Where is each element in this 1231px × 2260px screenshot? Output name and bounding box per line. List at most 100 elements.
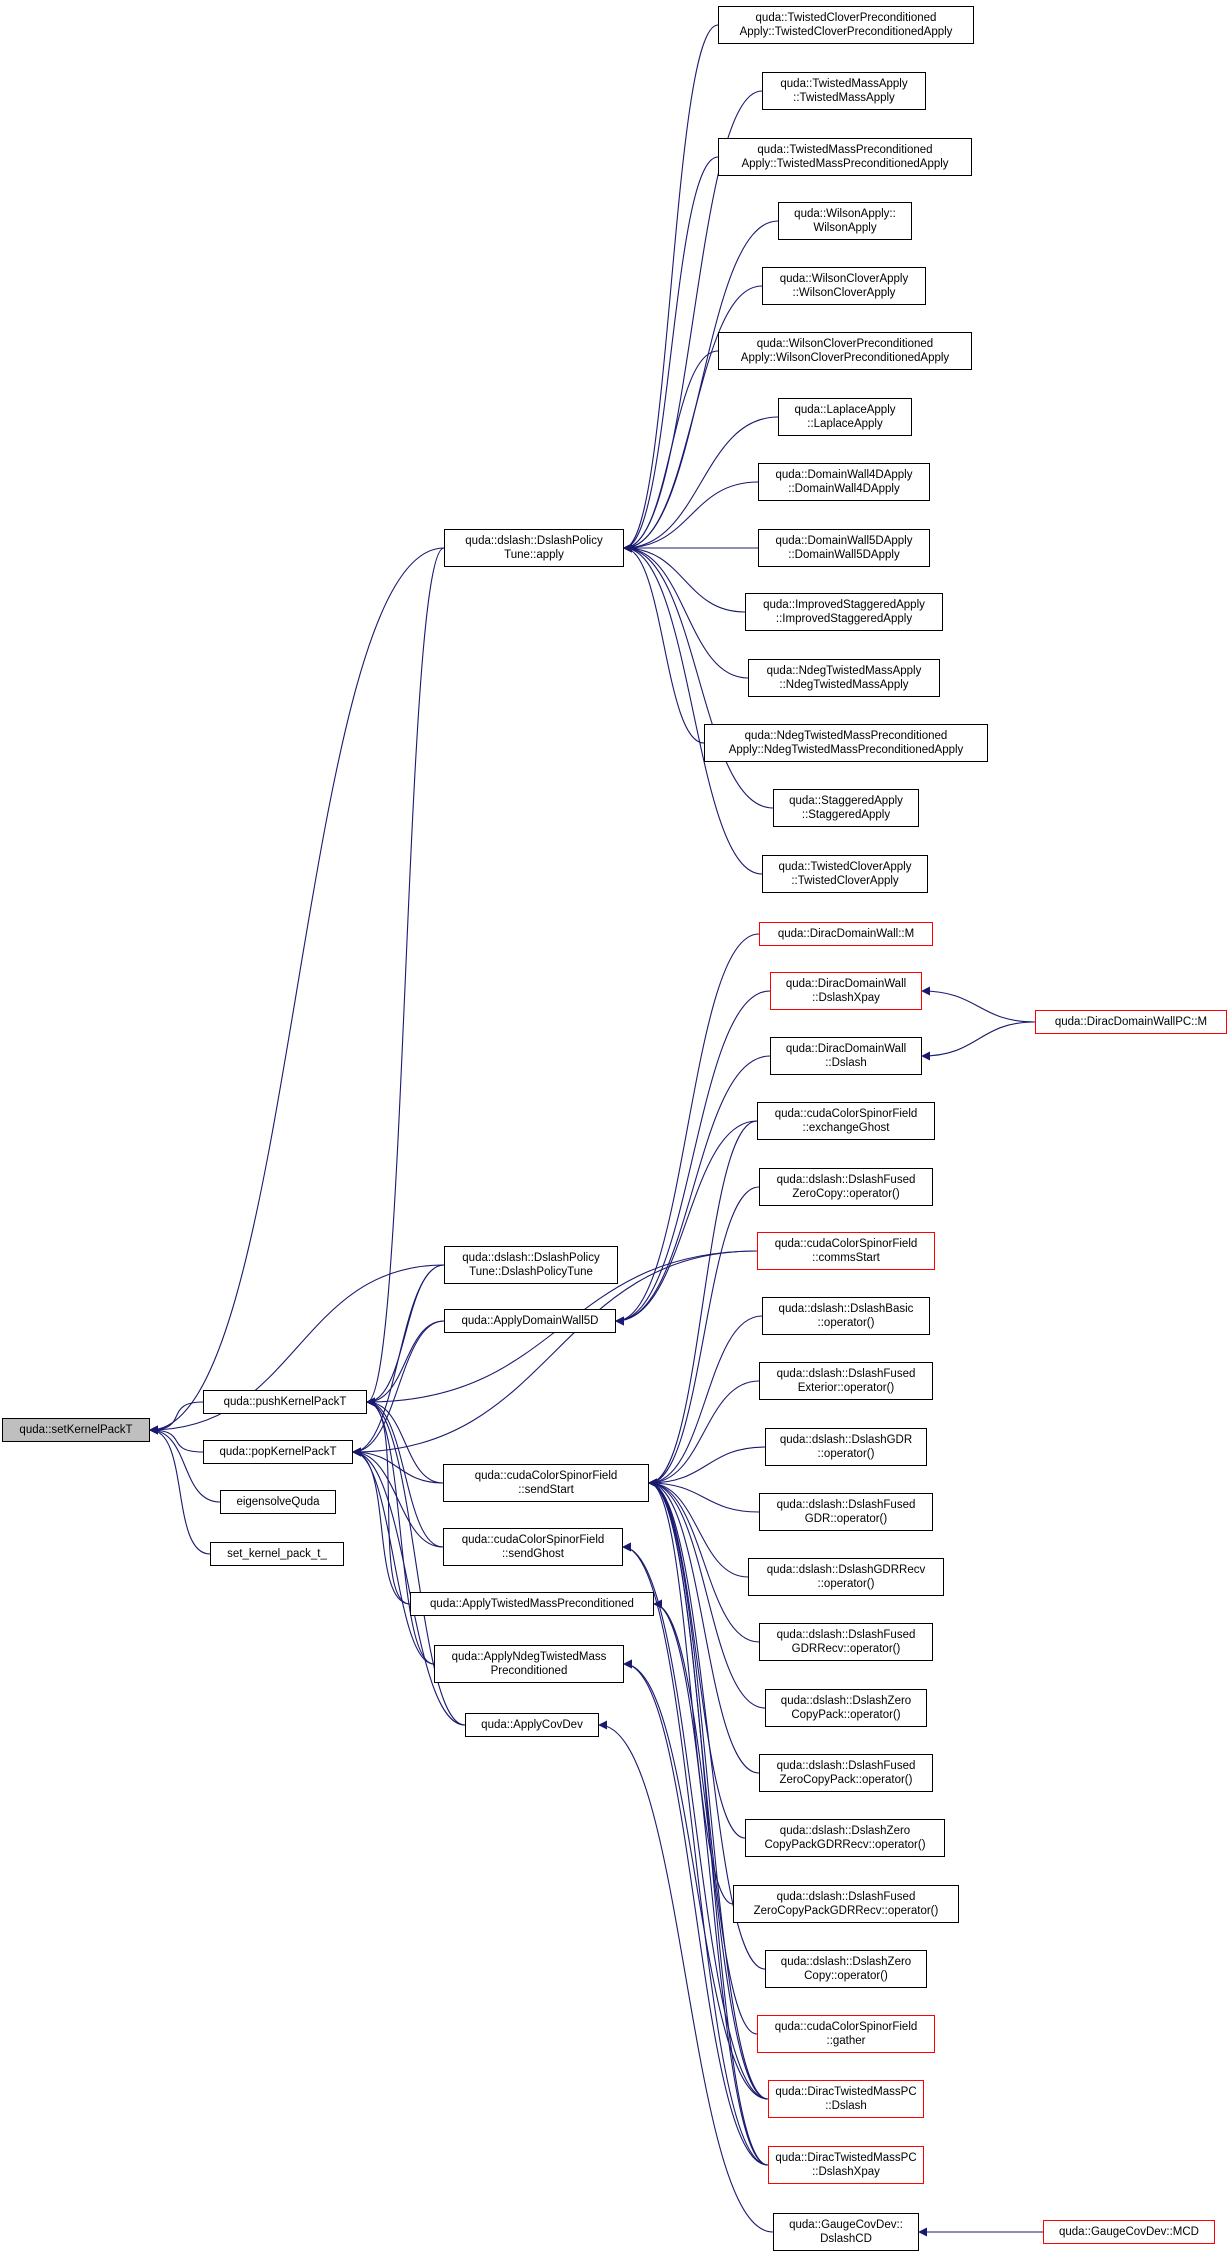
call-edge (366, 547, 445, 1407)
node-dslash-gdr-recv[interactable]: quda::dslash::DslashGDRRecv::operator() (748, 1558, 944, 1596)
node-dirac-domain-wall-dslash-xpay[interactable]: quda::DiracDomainWall::DslashXpay (770, 972, 922, 1010)
node-wilson-apply[interactable]: quda::WilsonApply::WilsonApply (778, 202, 912, 240)
node-push-kernel-pack-t[interactable]: quda::pushKernelPackT (203, 1390, 367, 1414)
call-edge (623, 481, 759, 553)
node-gather[interactable]: quda::cudaColorSpinorField::gather (757, 2015, 935, 2053)
node-ndeg-twisted-mass-apply[interactable]: quda::NdegTwistedMassApply::NdegTwistedM… (748, 659, 940, 697)
node-staggered-apply[interactable]: quda::StaggeredApply::StaggeredApply (773, 789, 919, 827)
node-label-line: quda::DomainWall4DApply (775, 469, 913, 481)
node-label: quda::dslash::DslashGDR::operator() (780, 1433, 912, 1461)
call-edge (149, 1264, 445, 1435)
node-domain-wall-5d-apply[interactable]: quda::DomainWall5DApply::DomainWall5DApp… (758, 529, 930, 567)
node-label: quda::DiracDomainWall::DslashXpay (786, 977, 906, 1005)
node-label: quda::pushKernelPackT (224, 1395, 347, 1409)
node-dirac-domain-wall-dslash[interactable]: quda::DiracDomainWall::Dslash (770, 1037, 922, 1075)
node-label: quda::GaugeCovDev::MCD (1059, 2225, 1199, 2239)
node-label-line: quda::cudaColorSpinorField (774, 2021, 918, 2033)
call-edge (622, 1542, 769, 2166)
node-label-line: WilsonApply (813, 222, 877, 234)
node-label-line: quda::GaugeCovDev::MCD (1059, 2226, 1199, 2238)
node-label-line: quda::LaplaceApply (794, 404, 896, 416)
node-label-line: DslashCD (820, 2233, 872, 2245)
call-edge (598, 1720, 774, 2233)
node-label: quda::DomainWall5DApply::DomainWall5DApp… (775, 534, 912, 562)
call-edge (366, 1397, 466, 1726)
node-label-line: CopyPack::operator() (791, 1709, 901, 1721)
node-comms-start[interactable]: quda::cudaColorSpinorField::commsStart (757, 1232, 935, 1270)
node-exchange-ghost[interactable]: quda::cudaColorSpinorField::exchangeGhos… (757, 1102, 935, 1140)
call-edge (615, 933, 760, 1326)
node-dirac-twisted-mass-pc-dslash[interactable]: quda::DiracTwistedMassPC::Dslash (768, 2080, 924, 2118)
node-send-start[interactable]: quda::cudaColorSpinorField::sendStart (443, 1464, 649, 1502)
node-label-line: ::NdegTwistedMassApply (779, 679, 909, 691)
node-gauge-cov-dev-mcd[interactable]: quda::GaugeCovDev::MCD (1043, 2220, 1215, 2244)
node-label-line: Tune::DslashPolicyTune (469, 1266, 593, 1278)
node-label-line: ZeroCopyPack::operator() (779, 1774, 913, 1786)
call-edge (149, 1401, 204, 1435)
node-label: quda::ApplyCovDev (481, 1718, 583, 1732)
node-domain-wall-4d-apply[interactable]: quda::DomainWall4DApply::DomainWall4DApp… (758, 463, 930, 501)
node-label-line: quda::dslash::DslashBasic (778, 1303, 914, 1315)
node-label-line: eigensolveQuda (236, 1496, 320, 1508)
node-label-line: quda::WilsonCloverApply (779, 273, 909, 285)
node-dirac-domain-wall-m[interactable]: quda::DiracDomainWall::M (759, 922, 933, 946)
node-send-ghost[interactable]: quda::cudaColorSpinorField::sendGhost (443, 1528, 623, 1566)
node-label-line: ::StaggeredApply (801, 809, 891, 821)
call-edge (149, 547, 445, 1435)
node-twisted-clover-apply[interactable]: quda::TwistedCloverApply::TwistedCloverA… (762, 855, 928, 893)
node-apply-twisted-mass-preconditioned[interactable]: quda::ApplyTwistedMassPreconditioned (410, 1592, 654, 1616)
node-label: quda::WilsonApply::WilsonApply (794, 207, 896, 235)
node-improved-staggered-apply[interactable]: quda::ImprovedStaggeredApply::ImprovedSt… (745, 593, 943, 631)
call-edge (648, 1315, 763, 1488)
node-wilson-clover-apply[interactable]: quda::WilsonCloverApply::WilsonCloverApp… (762, 267, 926, 305)
node-label-line: quda::cudaColorSpinorField (774, 1108, 918, 1120)
node-label-line: quda::TwistedCloverApply (778, 861, 912, 873)
node-label-line: ZeroCopy::operator() (792, 1188, 900, 1200)
node-label: quda::WilsonCloverApply::WilsonCloverApp… (780, 272, 908, 300)
call-edge (615, 990, 771, 1326)
node-label: quda::cudaColorSpinorField::gather (775, 2020, 918, 2048)
node-gauge-cov-dev-dslash-cd[interactable]: quda::GaugeCovDev::DslashCD (773, 2213, 919, 2251)
node-dirac-domain-wall-pc-m[interactable]: quda::DiracDomainWallPC::M (1035, 1010, 1227, 1034)
node-apply-domain-wall-5d[interactable]: quda::ApplyDomainWall5D (444, 1309, 616, 1333)
node-pop-kernel-pack-t[interactable]: quda::popKernelPackT (203, 1440, 353, 1464)
node-dslash-gdr[interactable]: quda::dslash::DslashGDR::operator() (765, 1428, 927, 1466)
node-dirac-twisted-mass-pc-dslash-xpay[interactable]: quda::DiracTwistedMassPC::DslashXpay (768, 2146, 924, 2184)
node-apply-cov-dev[interactable]: quda::ApplyCovDev (465, 1713, 599, 1737)
call-edge (615, 1055, 771, 1326)
node-label: set_kernel_pack_t_ (227, 1547, 327, 1561)
node-twisted-mass-apply[interactable]: quda::TwistedMassApply::TwistedMassApply (762, 72, 926, 110)
node-dslash-basic[interactable]: quda::dslash::DslashBasic::operator() (762, 1297, 930, 1335)
call-edge (149, 1425, 204, 1453)
call-edge (149, 1425, 221, 1503)
node-set-kernel-pack-t-underscore[interactable]: set_kernel_pack_t_ (210, 1542, 344, 1566)
call-edge (366, 1397, 435, 1665)
node-label-line: quda::WilsonApply:: (794, 208, 896, 220)
call-edge (623, 1659, 769, 2166)
node-eigensolve-quda[interactable]: eigensolveQuda (220, 1490, 336, 1514)
node-laplace-apply[interactable]: quda::LaplaceApply::LaplaceApply (778, 398, 912, 436)
node-label: quda::cudaColorSpinorField::commsStart (775, 1237, 918, 1265)
